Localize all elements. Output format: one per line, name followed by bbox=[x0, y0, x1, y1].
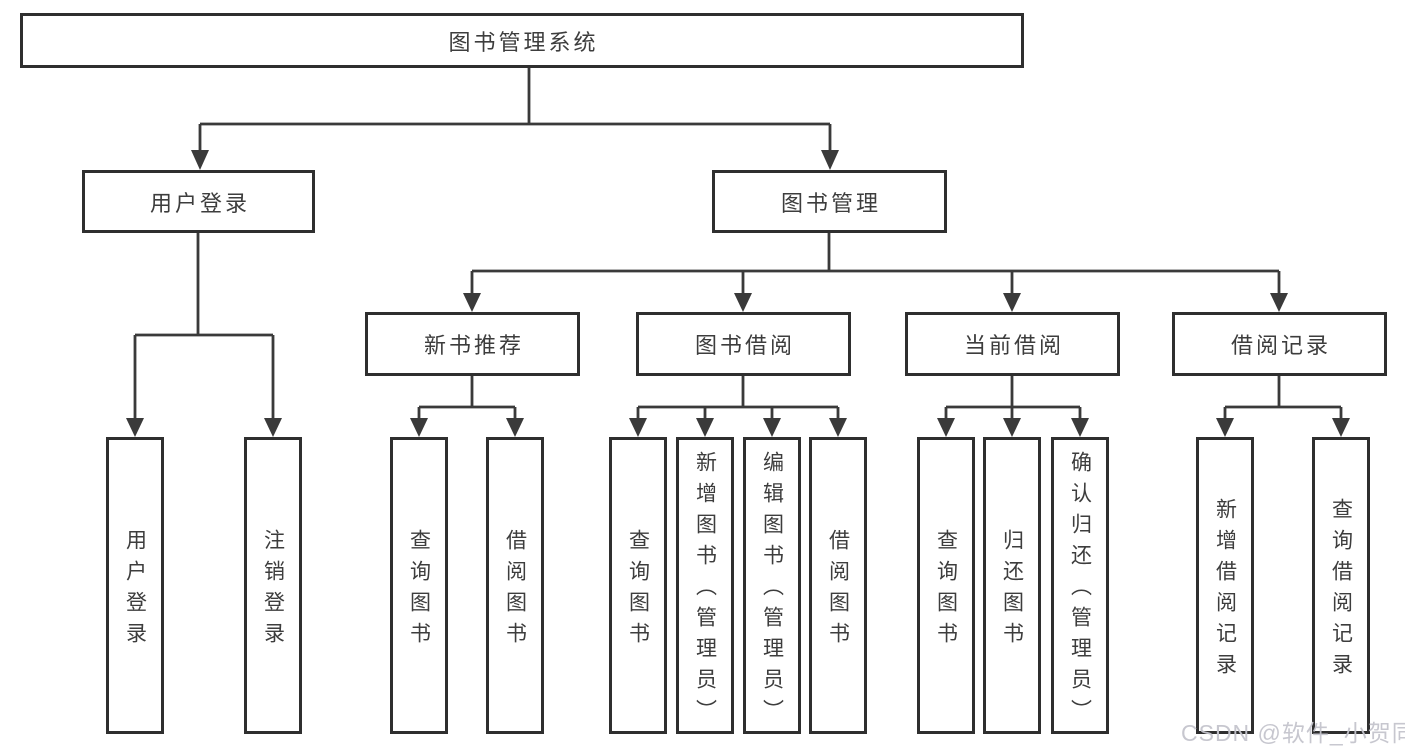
leaf-confirm-return-admin: 确认归还（管理员） bbox=[1051, 437, 1109, 734]
leaf-add-borrow-record: 新增借阅记录 bbox=[1196, 437, 1254, 734]
node-user-login: 用户登录 bbox=[82, 170, 315, 233]
leaf-query-books-current: 查询图书 bbox=[917, 437, 975, 734]
leaf-borrow-books-borrow: 借阅图书 bbox=[809, 437, 867, 734]
leaf-borrow-books-recommend: 借阅图书 bbox=[486, 437, 544, 734]
connector-current-borrow bbox=[937, 376, 1089, 437]
connector-root bbox=[191, 68, 839, 170]
connector-new-book-recommend bbox=[410, 376, 524, 437]
leaf-edit-book-admin: 编辑图书（管理员） bbox=[743, 437, 801, 734]
leaf-user-login: 用户登录 bbox=[106, 437, 164, 734]
leaf-return-books: 归还图书 bbox=[983, 437, 1041, 734]
node-book-borrow: 图书借阅 bbox=[636, 312, 851, 376]
connector-book-management bbox=[463, 233, 1288, 312]
node-new-book-recommend: 新书推荐 bbox=[365, 312, 580, 376]
connector-book-borrow bbox=[629, 376, 847, 437]
leaf-logout: 注销登录 bbox=[244, 437, 302, 734]
leaf-query-books-recommend: 查询图书 bbox=[390, 437, 448, 734]
node-book-management: 图书管理 bbox=[712, 170, 947, 233]
node-root: 图书管理系统 bbox=[20, 13, 1024, 68]
connector-borrow-records bbox=[1216, 376, 1350, 437]
node-borrow-records: 借阅记录 bbox=[1172, 312, 1387, 376]
csdn-watermark: CSDN @软件_小贺同学 bbox=[1181, 720, 1405, 746]
connector-user-login bbox=[126, 233, 282, 437]
leaf-query-books-borrow: 查询图书 bbox=[609, 437, 667, 734]
leaf-query-borrow-record: 查询借阅记录 bbox=[1312, 437, 1370, 734]
leaf-add-book-admin: 新增图书（管理员） bbox=[676, 437, 734, 734]
node-current-borrow: 当前借阅 bbox=[905, 312, 1120, 376]
